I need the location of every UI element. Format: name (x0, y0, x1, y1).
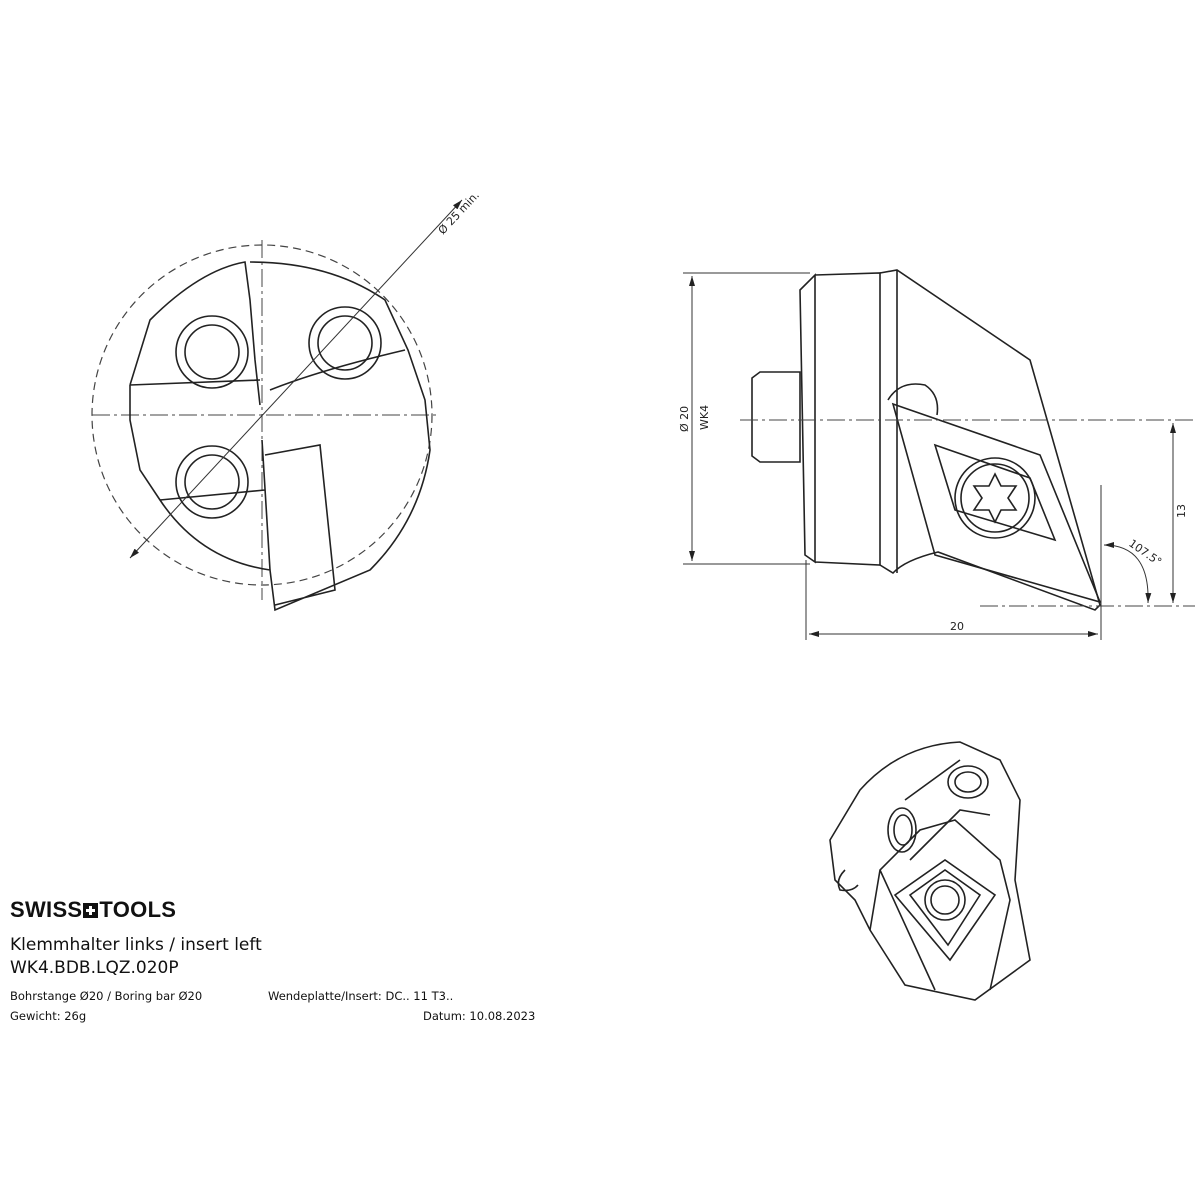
isometric-view (829, 741, 1031, 1001)
brand-name-right: TOOLS (99, 897, 177, 922)
insert-seat (933, 443, 1057, 542)
diameter-dimension-line (129, 199, 463, 559)
front-diameter-label: Ø 25 min. (436, 189, 482, 237)
height-label: 13 (1175, 504, 1188, 518)
screw (954, 457, 1036, 539)
side-code-label: WK4 (698, 405, 711, 430)
weight-spec: Gewicht: 26g (10, 1009, 87, 1023)
part-number: WK4.BDB.LQZ.020P (10, 958, 179, 978)
front-view: Ø 25 min. (91, 189, 482, 612)
bolt-hole (175, 445, 249, 519)
side-diameter-label: Ø 20 (678, 406, 691, 432)
drawing-title: Klemmhalter links / insert left (10, 935, 262, 955)
iso-insert (893, 859, 997, 962)
swiss-cross-icon (83, 903, 99, 918)
insert (891, 402, 1102, 604)
insert-spec: Wendeplatte/Insert: DC.. 11 T3.. (268, 989, 454, 1003)
bolt-hole (175, 315, 249, 389)
angle-arc (1103, 542, 1152, 604)
brand-name-left: SWISS (10, 897, 83, 922)
torx-icon (972, 472, 1018, 524)
shank (751, 371, 801, 463)
bar-spec: Bohrstange Ø20 / Boring bar Ø20 (10, 989, 203, 1003)
date-spec: Datum: 10.08.2023 (423, 1009, 536, 1023)
length-label: 20 (950, 620, 964, 633)
brand-logo: SWISS TOOLS (10, 897, 176, 923)
side-view: Ø 20 WK4 13 20 107.5° (678, 269, 1195, 640)
bolt-hole (308, 306, 382, 380)
